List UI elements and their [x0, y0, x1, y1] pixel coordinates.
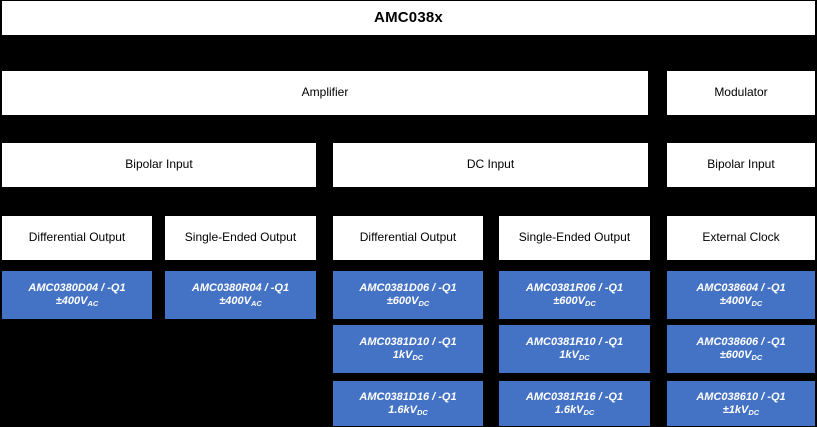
output-box-external-clock[interactable]: External Clock	[667, 216, 815, 260]
part-box[interactable]: AMC0381R06 / -Q1 ±600VDC	[499, 271, 650, 319]
diagram-title-label: AMC038x	[374, 9, 443, 27]
output-box-differential-2-label: Differential Output	[359, 230, 457, 245]
part-voltage-unit: DC	[584, 299, 596, 308]
part-voltage-unit: AC	[250, 299, 262, 308]
part-box[interactable]: AMC038604 / -Q1 ±400VDC	[667, 271, 815, 319]
input-box-bipolar-left-label: Bipolar Input	[125, 157, 193, 172]
part-voltage-value: ±600V	[386, 295, 419, 307]
output-box-differential-1-label: Differential Output	[28, 230, 126, 245]
part-voltage-unit: AC	[87, 299, 99, 308]
part-voltage-unit: DC	[416, 407, 428, 417]
function-box-amplifier[interactable]: Amplifier	[2, 71, 648, 115]
part-voltage-value: ±1kV	[722, 403, 749, 416]
part-voltage-value: ±400V	[719, 295, 752, 307]
part-number: AMC0381D06 / -Q1	[359, 282, 457, 295]
part-voltage: ±600VDC	[387, 295, 430, 308]
part-box[interactable]: AMC038610 / -Q1 ±1kVDC	[667, 381, 815, 426]
part-box[interactable]: AMC038606 / -Q1 ±600VDC	[667, 325, 815, 373]
part-voltage: 1kVDC	[393, 349, 423, 362]
diagram-title: AMC038x	[2, 1, 815, 35]
part-voltage: ±600VDC	[553, 295, 596, 308]
part-voltage-value: ±600V	[553, 295, 585, 307]
function-box-modulator[interactable]: Modulator	[667, 71, 815, 115]
output-box-single-ended-1[interactable]: Single-Ended Output	[165, 216, 316, 260]
input-box-bipolar-right[interactable]: Bipolar Input	[667, 143, 815, 187]
function-box-modulator-label: Modulator	[714, 85, 768, 100]
input-box-dc-label: DC Input	[466, 157, 515, 172]
part-box[interactable]: AMC0381D10 / -Q1 1kVDC	[333, 325, 483, 373]
part-voltage: ±400VDC	[720, 295, 763, 308]
part-voltage: ±400VAC	[56, 295, 99, 308]
output-box-external-clock-label: External Clock	[702, 230, 780, 245]
part-voltage-value: ±400V	[219, 295, 251, 307]
part-voltage-value: 1kV	[392, 349, 413, 361]
part-voltage-unit: DC	[412, 353, 424, 362]
part-number: AMC038610 / -Q1	[696, 390, 786, 403]
input-box-bipolar-left[interactable]: Bipolar Input	[2, 143, 316, 187]
part-voltage-unit: DC	[578, 353, 590, 362]
output-box-single-ended-2-label: Single-Ended Output	[518, 230, 631, 245]
output-box-single-ended-1-label: Single-Ended Output	[184, 230, 297, 245]
part-number: AMC0381D10 / -Q1	[359, 336, 457, 349]
output-box-differential-2[interactable]: Differential Output	[333, 216, 483, 260]
part-voltage: 1.6kVDC	[388, 404, 428, 417]
part-voltage-unit: DC	[751, 299, 763, 308]
part-box[interactable]: AMC0381R16 / -Q1 1.6kVDC	[499, 381, 650, 426]
part-voltage-unit: DC	[583, 407, 595, 417]
output-box-single-ended-2[interactable]: Single-Ended Output	[499, 216, 650, 260]
part-voltage-unit: DC	[751, 353, 763, 362]
function-box-amplifier-label: Amplifier	[301, 85, 349, 100]
part-voltage: ±600VDC	[720, 349, 763, 362]
part-voltage: ±400VAC	[219, 295, 262, 308]
part-voltage: 1.6kVDC	[555, 404, 595, 417]
output-box-differential-1[interactable]: Differential Output	[2, 216, 152, 260]
part-voltage-value: 1.6kV	[554, 403, 584, 416]
part-voltage-unit: DC	[748, 407, 760, 417]
part-voltage-value: ±600V	[719, 349, 752, 361]
part-voltage-value: 1.6kV	[388, 403, 417, 416]
part-number: AMC038606 / -Q1	[696, 336, 786, 349]
input-box-dc[interactable]: DC Input	[333, 143, 648, 187]
part-box[interactable]: AMC0380D04 / -Q1 ±400VAC	[2, 271, 152, 319]
part-number: AMC0381R16 / -Q1	[525, 390, 624, 403]
part-number: AMC0381R10 / -Q1	[525, 336, 624, 349]
part-box[interactable]: AMC0381D06 / -Q1 ±600VDC	[333, 271, 483, 319]
part-number: AMC0380R04 / -Q1	[191, 282, 290, 295]
part-voltage-value: ±400V	[55, 295, 88, 307]
part-voltage: 1kVDC	[559, 349, 589, 362]
part-voltage-value: 1kV	[559, 349, 579, 361]
part-box[interactable]: AMC0380R04 / -Q1 ±400VAC	[165, 271, 316, 319]
part-box[interactable]: AMC0381D16 / -Q1 1.6kVDC	[333, 381, 483, 426]
part-voltage: ±1kVDC	[723, 404, 759, 417]
part-voltage-unit: DC	[418, 299, 430, 308]
input-box-bipolar-right-label: Bipolar Input	[707, 157, 775, 172]
part-number: AMC0380D04 / -Q1	[28, 282, 126, 295]
part-number: AMC0381R06 / -Q1	[525, 282, 624, 295]
part-box[interactable]: AMC0381R10 / -Q1 1kVDC	[499, 325, 650, 373]
part-number: AMC0381D16 / -Q1	[359, 390, 457, 403]
part-number: AMC038604 / -Q1	[696, 282, 786, 295]
